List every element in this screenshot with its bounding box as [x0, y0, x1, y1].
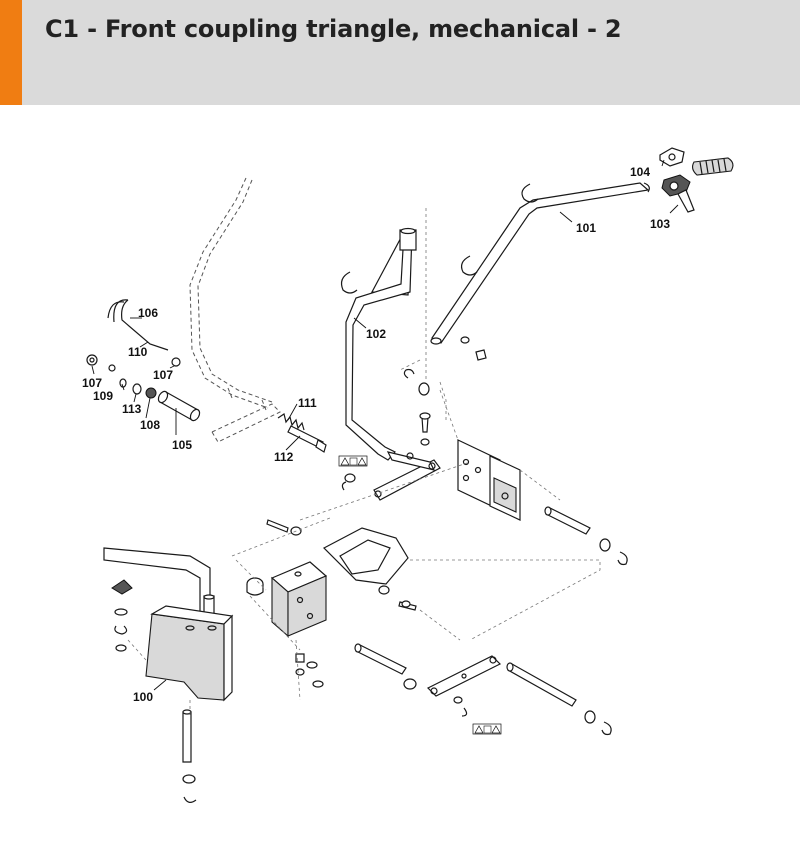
washer-set-a: [341, 336, 487, 491]
gearbox-housing: [270, 561, 328, 638]
rod-lower-left: [354, 643, 417, 690]
link-plate: [426, 655, 502, 697]
callout-105: 105: [172, 438, 192, 452]
callout-112: 112: [274, 450, 294, 464]
page-header: C1 - Front coupling triangle, mechanical…: [0, 0, 800, 105]
circlip-icon-101: [460, 183, 539, 276]
bolt-upper: [266, 519, 302, 536]
handle-bar-102: [345, 227, 441, 501]
assembly-guide-lines: [127, 359, 601, 716]
callout-104: 104: [630, 165, 650, 179]
pin-right: [544, 506, 628, 566]
pin-clip-hardware-left: [111, 579, 133, 652]
callout-101: 101: [576, 221, 596, 235]
warning-labels-icon-1: [338, 455, 368, 467]
page-title: C1 - Front coupling triangle, mechanical…: [45, 15, 622, 43]
nut-washers-107-113: [86, 354, 181, 399]
callout-110: 110: [128, 345, 148, 359]
leader-lines: [91, 159, 679, 691]
accent-bar: [0, 0, 22, 105]
rod-lower-right: [506, 662, 612, 736]
small-hardware-lower: [453, 696, 468, 717]
callout-113: 113: [122, 402, 142, 416]
callout-102: 102: [366, 327, 386, 341]
pin-112: [287, 425, 327, 453]
handle-bar-101: [430, 182, 650, 345]
clamp-104-cap: [659, 147, 685, 167]
callout-103: 103: [650, 217, 670, 231]
callout-109: 109: [93, 389, 113, 403]
callout-labels: 100 101 102 103 104 105 106 107 107 108 …: [82, 165, 670, 704]
callout-107-right: 107: [153, 368, 173, 382]
callout-111: 111: [298, 396, 317, 410]
callout-108: 108: [140, 418, 160, 432]
spacer-105: [157, 390, 201, 422]
bushing-left: [246, 577, 264, 596]
cable-106: [107, 299, 169, 351]
lever-103: [661, 174, 695, 213]
grip-104: [691, 157, 734, 176]
vertical-pin: [182, 709, 197, 803]
bracket-swing: [322, 527, 409, 585]
warning-labels-icon-2: [472, 723, 502, 735]
mounting-plate: [439, 389, 561, 521]
ghost-frame-outline: [189, 177, 281, 443]
callout-100: 100: [133, 690, 153, 704]
weight-block-100: [145, 605, 234, 702]
callout-107-left: 107: [82, 376, 102, 390]
exploded-parts-diagram: 100 101 102 103 104 105 106 107 107 108 …: [82, 147, 734, 803]
callout-106: 106: [138, 306, 158, 320]
spring-111: [277, 413, 305, 431]
circlip-icon-102: [340, 271, 358, 294]
bracket-hardware: [295, 585, 417, 688]
